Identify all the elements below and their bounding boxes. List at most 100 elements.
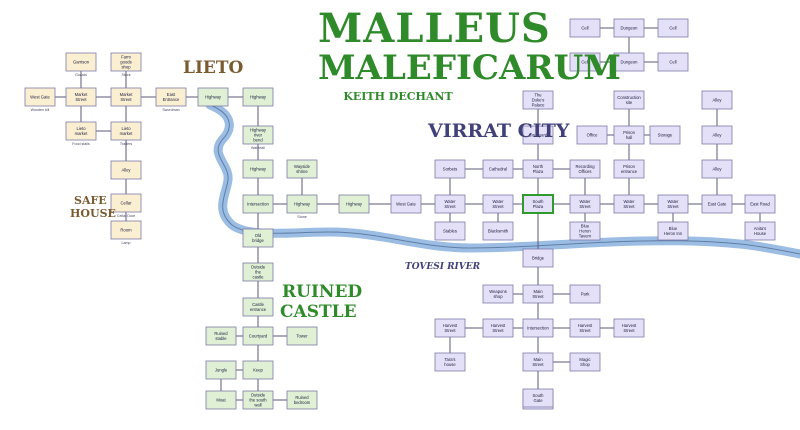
node-cell_2[interactable]: Cell <box>657 18 689 38</box>
node-cell_4[interactable]: Cell <box>657 52 689 72</box>
node-cell_1[interactable]: Cell <box>569 18 601 38</box>
node-label: Courtyard <box>249 334 268 339</box>
node-blacksmith[interactable]: Blacksmith <box>482 221 514 241</box>
node-box <box>522 90 554 110</box>
node-cathedral[interactable]: Cathedral <box>482 159 514 179</box>
node-box <box>110 220 142 240</box>
node-courtyard_v[interactable]: Courtyard <box>522 125 554 145</box>
node-east_road[interactable]: East Road <box>744 194 776 214</box>
node-highway_n[interactable]: Highway <box>242 87 274 107</box>
node-park[interactable]: Park <box>569 284 601 304</box>
node-jungle[interactable]: Jungle <box>205 360 237 380</box>
node-box <box>24 87 56 107</box>
node-west_gate_v[interactable]: West Gate <box>390 194 422 214</box>
node-alley_safe[interactable]: Alley <box>110 160 142 180</box>
node-highway_mid[interactable]: Highway <box>242 159 274 179</box>
node-cell_3[interactable]: Cell <box>569 52 601 72</box>
node-alley_e2[interactable]: Alley <box>701 125 733 145</box>
node-bridge[interactable]: Bridge <box>522 248 554 268</box>
node-lieto_highway[interactable]: Highway <box>197 87 229 107</box>
node-moat[interactable]: Moat <box>205 390 237 410</box>
node-label: Tower <box>296 334 308 339</box>
node-alley_e1[interactable]: Alley <box>701 90 733 110</box>
node-keep[interactable]: Keep <box>242 360 274 380</box>
node-courtyard_c[interactable]: Courtyard <box>242 326 274 346</box>
node-sorbets[interactable]: Sorbets <box>434 159 466 179</box>
node-office[interactable]: Office <box>576 125 608 145</box>
node-highway_w3[interactable]: Highway <box>338 194 370 214</box>
title-line-2: MALEFICARUM <box>318 48 621 88</box>
node-label: Intersection <box>247 202 269 207</box>
node-stables[interactable]: Stables <box>434 221 466 241</box>
node-intersection_w[interactable]: Intersection <box>242 194 274 214</box>
node-label: Cell <box>669 60 676 65</box>
node-label: East Gate <box>708 202 727 207</box>
node-alley_e3[interactable]: Alley <box>701 159 733 179</box>
title-author: KEITH DECHANT <box>343 90 453 103</box>
node-dungeon_2[interactable]: Dungeon <box>613 52 645 72</box>
node-box <box>242 228 274 248</box>
node-intersection_v[interactable]: Intersection <box>522 318 554 338</box>
node-box <box>482 159 514 179</box>
node-storage[interactable]: Storage <box>649 125 681 145</box>
node-tower[interactable]: Tower <box>286 326 318 346</box>
node-box <box>434 194 466 214</box>
node-east_gate[interactable]: East Gate <box>701 194 733 214</box>
node-box <box>522 248 554 268</box>
node-dungeon_1[interactable]: Dungeon <box>613 18 645 38</box>
node-box <box>110 160 142 180</box>
